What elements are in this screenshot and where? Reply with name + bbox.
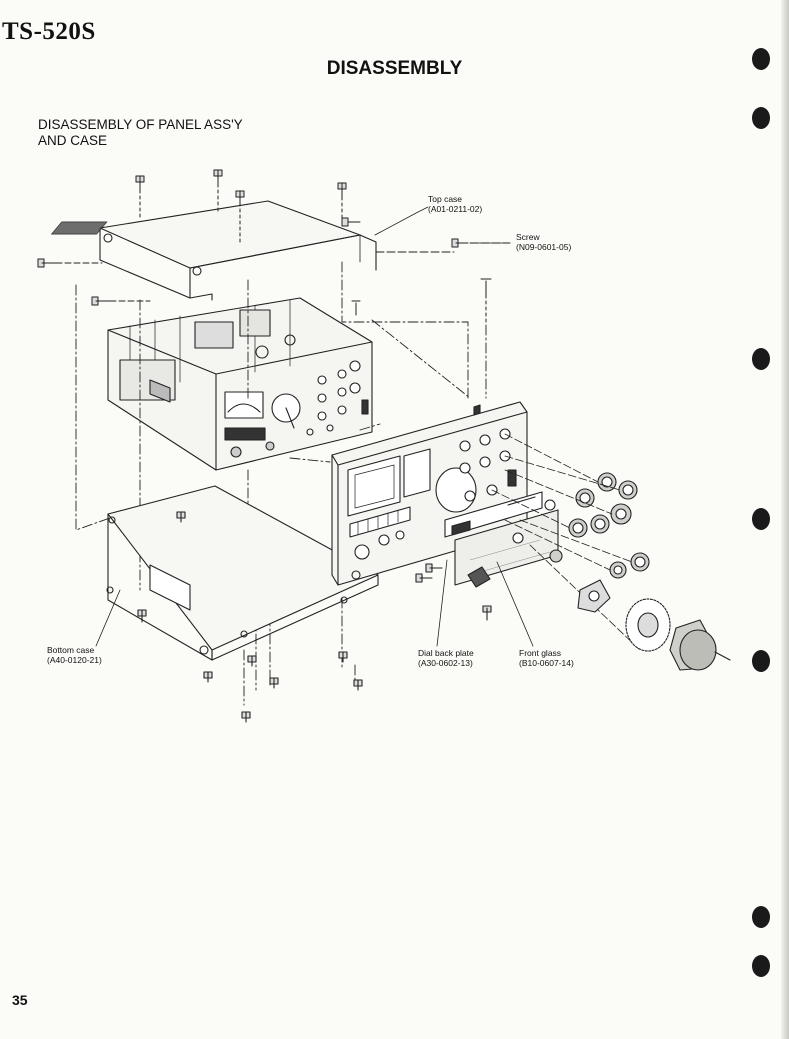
section-heading-line-2: AND CASE — [38, 133, 108, 148]
callout-front-glass-name: Front glass — [519, 648, 562, 658]
page-edge-shadow — [781, 0, 789, 1039]
binder-hole — [752, 906, 770, 928]
callout-bottom-case: Bottom case (A40-0120-21) — [47, 645, 102, 665]
binder-hole — [752, 650, 770, 672]
model-number: TS-520S — [2, 18, 96, 45]
callout-screw-name: Screw — [516, 232, 540, 242]
callout-front-glass-part: (B10-0607-14) — [519, 658, 574, 668]
section-heading-line-1: DISASSEMBLY OF PANEL ASS'Y — [38, 117, 243, 132]
bottom-case-drawing — [106, 485, 379, 661]
dial-back-plate-drawing — [444, 491, 556, 538]
dial-assembly-drawing — [577, 579, 731, 671]
bottom-screws — [137, 511, 492, 723]
callout-bottom-case-name: Bottom case — [47, 645, 95, 655]
page-title: DISASSEMBLY — [326, 58, 463, 79]
top-screws — [37, 169, 511, 326]
callout-leaders — [95, 206, 534, 647]
callout-dial-back-plate-name: Dial back plate — [418, 648, 474, 658]
chassis-drawing — [107, 297, 373, 471]
callout-screw-part: (N09-0601-05) — [516, 242, 572, 252]
callout-top-case-name: Top case — [428, 194, 463, 204]
knobs-drawing — [467, 472, 650, 588]
callout-front-glass: Front glass (B10-0607-14) — [519, 648, 574, 668]
binder-hole — [752, 107, 770, 129]
section-heading: DISASSEMBLY OF PANEL ASS'Y AND CASE — [38, 117, 318, 149]
callout-bottom-case-part: (A40-0120-21) — [47, 655, 102, 665]
callout-dial-back-plate: Dial back plate (A30-0602-13) — [418, 648, 474, 668]
callout-dial-back-plate-part: (A30-0602-13) — [418, 658, 473, 668]
callout-top-case-part: (A01-0211-02) — [428, 204, 483, 214]
binder-hole — [752, 48, 770, 70]
binder-hole — [752, 955, 770, 977]
binder-hole — [752, 508, 770, 530]
page-number: 35 — [12, 992, 28, 1008]
callout-top-case: Top case (A01-0211-02) — [428, 194, 482, 214]
callout-screw: Screw (N09-0601-05) — [516, 232, 571, 252]
top-case-drawing — [50, 200, 377, 301]
knob-guide-lines — [491, 433, 641, 651]
binder-hole — [752, 348, 770, 370]
